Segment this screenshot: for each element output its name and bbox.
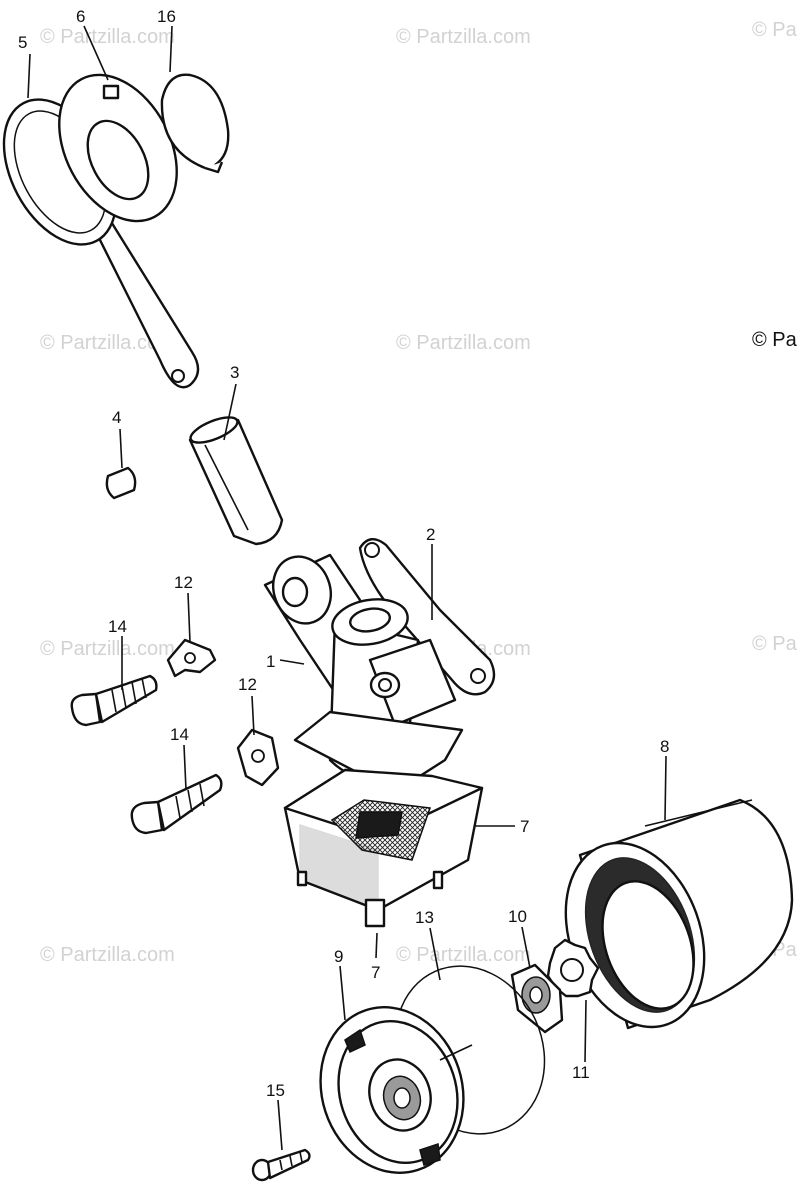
part-8-cover-cup bbox=[564, 798, 794, 1030]
part-14-bolt-2 bbox=[130, 773, 223, 835]
part-15-screw bbox=[251, 1148, 311, 1182]
callout-number: 13 bbox=[415, 908, 434, 927]
callout-number: 3 bbox=[230, 363, 239, 382]
callout-number: 16 bbox=[157, 7, 176, 26]
copyright-text: © Pa bbox=[752, 329, 798, 351]
watermark: © Partzilla.com bbox=[396, 26, 531, 48]
leader-lines bbox=[27, 25, 667, 1151]
part-4-pin bbox=[105, 466, 137, 500]
callout-number: 10 bbox=[508, 907, 527, 926]
part-6-washer bbox=[58, 73, 178, 223]
part-12-lock-washer-2 bbox=[236, 728, 280, 787]
callout-number: 11 bbox=[572, 1063, 590, 1082]
watermark: © Partzilla.com bbox=[396, 944, 531, 966]
watermark: © Pa bbox=[752, 19, 798, 41]
watermark: © Partzilla.com bbox=[40, 944, 175, 966]
part-14-bolt bbox=[70, 674, 158, 727]
part-3-shaft bbox=[188, 416, 284, 546]
part-10-nut bbox=[510, 963, 564, 1034]
watermark: © Partzilla.com bbox=[40, 26, 175, 48]
callout-number: 5 bbox=[18, 33, 27, 52]
callout-number: 14 bbox=[170, 725, 189, 744]
watermark: © Pa bbox=[752, 633, 798, 655]
callout-number: 12 bbox=[174, 573, 193, 592]
part-12-lock-washer bbox=[166, 638, 217, 678]
part-11-star-washer bbox=[546, 938, 600, 998]
part-16-snap-ring bbox=[160, 73, 230, 174]
callout-number: 7 bbox=[371, 963, 380, 982]
part-9-end-cover bbox=[319, 1006, 473, 1174]
callout-number: 12 bbox=[238, 675, 257, 694]
callout-number: 4 bbox=[112, 408, 121, 427]
watermark: © Partzilla.com bbox=[40, 332, 175, 354]
callout-number: 8 bbox=[660, 737, 669, 756]
callout-number: 15 bbox=[266, 1081, 285, 1100]
watermark: © Partzilla.com bbox=[396, 332, 531, 354]
part-1-body bbox=[263, 553, 464, 794]
callout-number: 1 bbox=[266, 652, 275, 671]
callout-number: 9 bbox=[334, 947, 343, 966]
callout-number: 14 bbox=[108, 617, 127, 636]
watermark: © Partzilla.com bbox=[40, 638, 175, 660]
callout-number: 6 bbox=[76, 7, 85, 26]
callout-number: 7 bbox=[520, 817, 529, 836]
part-7-float-box bbox=[283, 768, 484, 928]
callout-layer: 5 6 16 3 4 2 12 14 1 12 14 8 7 7 13 10 9… bbox=[18, 7, 669, 1100]
callout-number: 2 bbox=[426, 525, 435, 544]
